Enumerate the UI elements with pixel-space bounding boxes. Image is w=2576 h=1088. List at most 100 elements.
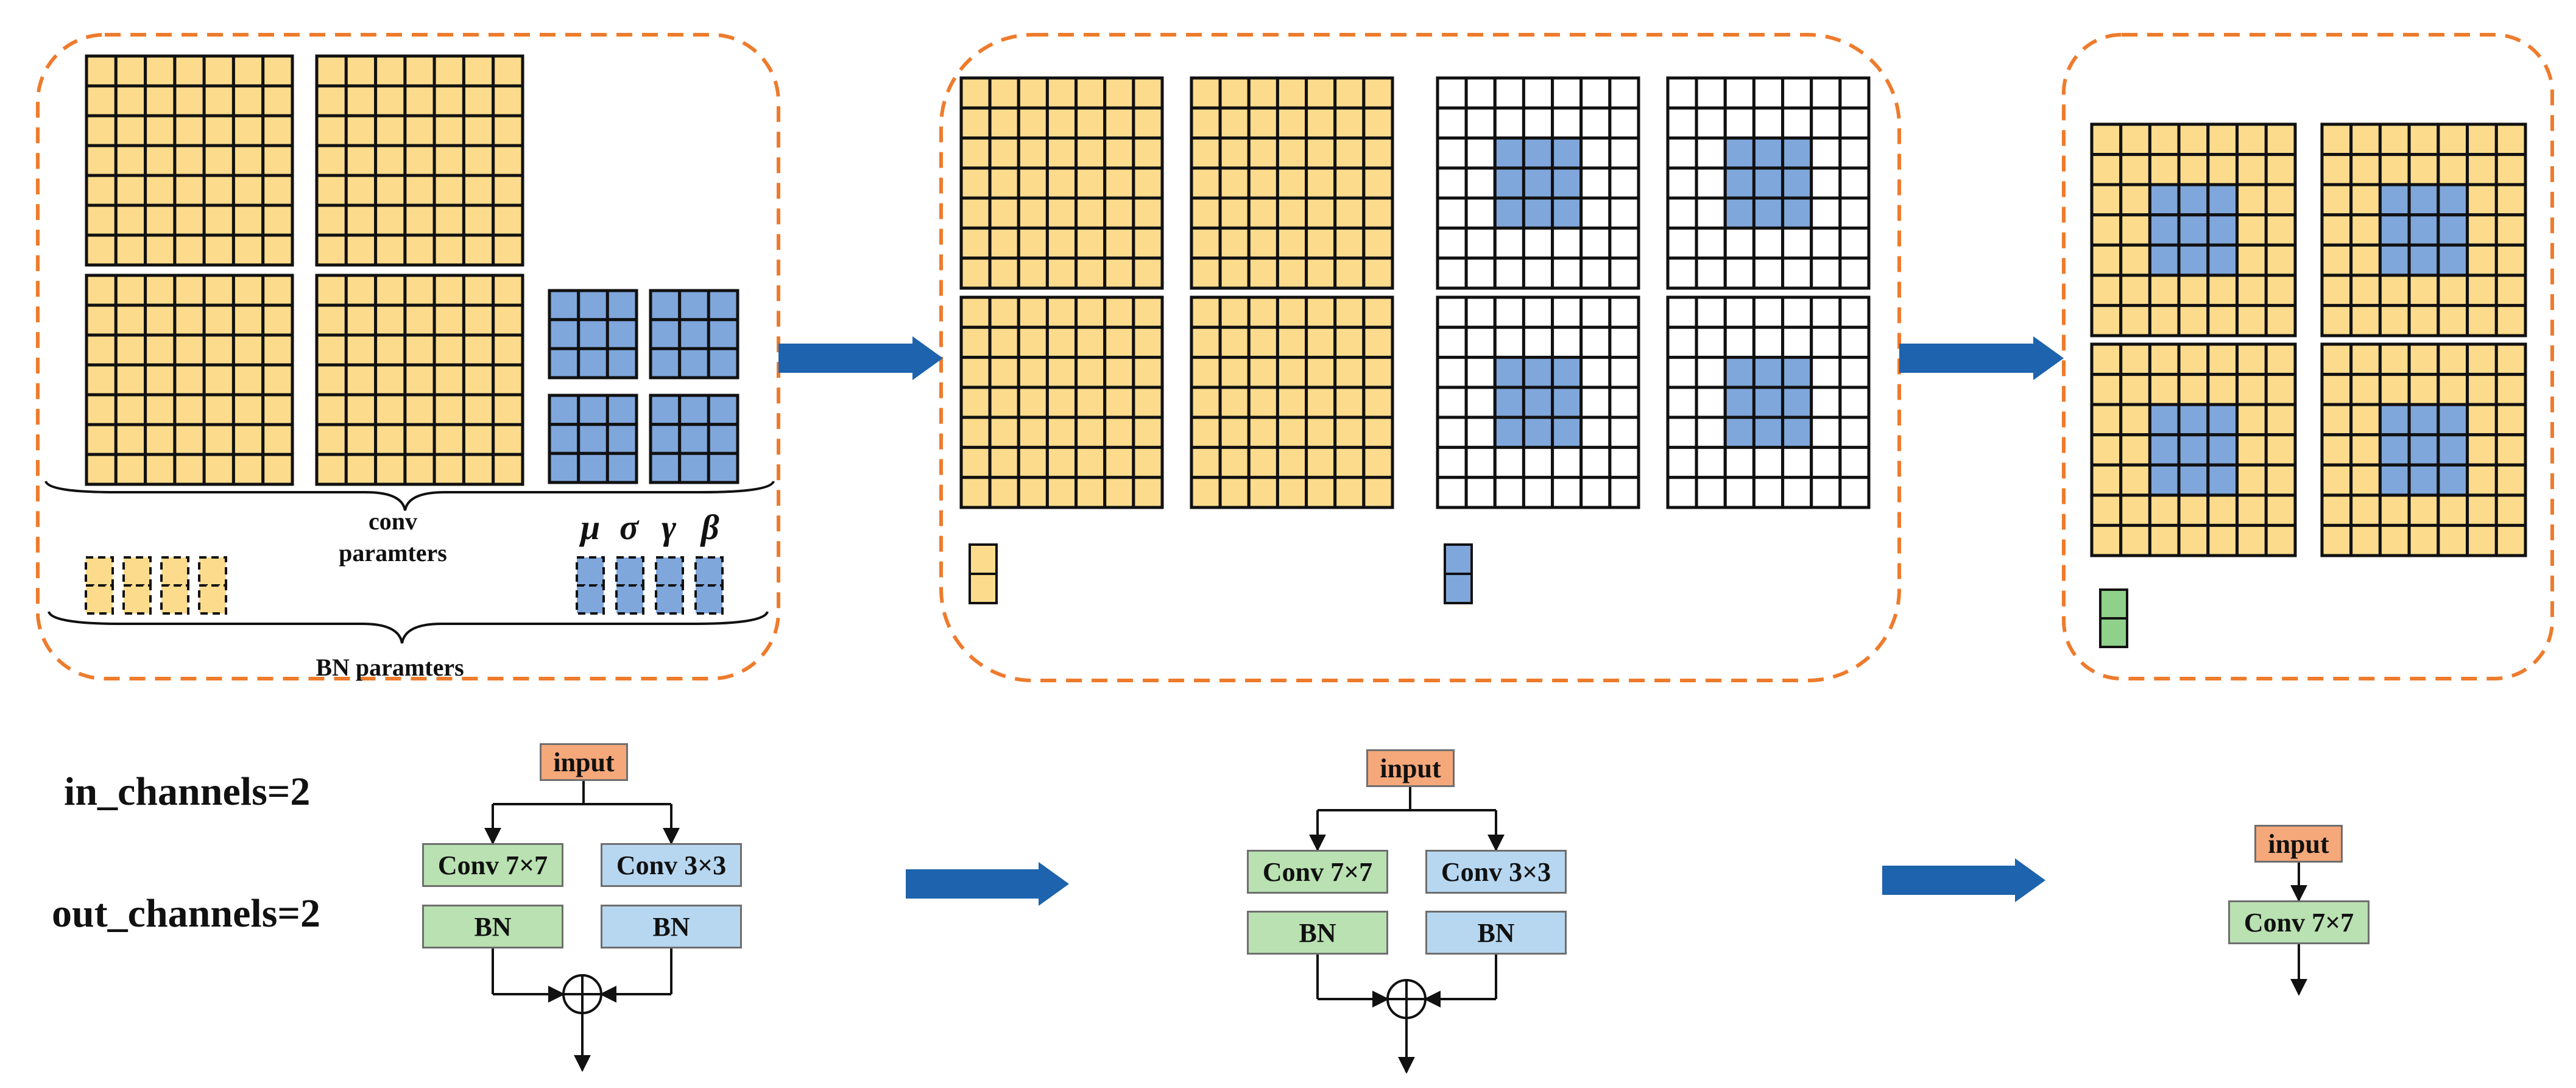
grid-cell: [2320, 274, 2353, 307]
grid-cell: [114, 114, 147, 147]
grid-cell: [1723, 325, 1756, 359]
grid-cell: [315, 114, 348, 147]
grid-cell: [2206, 122, 2239, 157]
p1-conv3-grid-c: [548, 394, 638, 484]
grid-cell: [1276, 106, 1308, 140]
grid-cell: [1362, 106, 1394, 140]
grid-cell: [2206, 213, 2239, 247]
p3-fused-grid-d: [2320, 342, 2527, 557]
grid-cell: [492, 54, 524, 88]
grid-cell: [2264, 493, 2297, 528]
grid-cell: [1017, 445, 1049, 479]
grid-cell: [959, 415, 992, 449]
grid-cell: [1132, 356, 1164, 389]
grid-cell: [1305, 415, 1337, 449]
grid-cell: [1781, 415, 1813, 449]
grid-cell: [1781, 166, 1813, 200]
grid-cell: [1579, 445, 1612, 479]
grid-cell: [144, 274, 177, 307]
grid-cell: [959, 76, 992, 110]
grid-cell: [2466, 213, 2498, 247]
grid-cell: [432, 203, 465, 237]
grid-cell: [1493, 386, 1525, 419]
grid-cell: [2378, 303, 2411, 337]
grid-cell: [1017, 106, 1049, 140]
grid-cell: [432, 144, 465, 177]
grid-cell: [1075, 256, 1107, 290]
grid-cell: [1103, 256, 1135, 290]
grid-cell: [403, 203, 436, 237]
grid-cell: [1247, 166, 1279, 200]
grid-cell: [1752, 356, 1784, 389]
grid-cell: [85, 144, 118, 177]
vector-cell: [576, 584, 605, 615]
grid-cell: [2264, 373, 2297, 406]
grid-cell: [231, 174, 265, 207]
grid-cell: [1247, 356, 1279, 389]
grid-cell: [1333, 325, 1366, 359]
grid-cell: [1493, 136, 1525, 170]
grid-cell: [1436, 196, 1468, 230]
grid-cell: [462, 54, 495, 88]
grid-cell: [2235, 373, 2268, 406]
grid-cell: [261, 114, 294, 147]
grid-cell: [605, 318, 638, 350]
grid-cell: [1810, 386, 1842, 419]
p1-conv7-grid-a: [85, 54, 294, 267]
grid-cell: [1190, 76, 1222, 110]
grid-cell: [85, 333, 118, 367]
p1-conv3-grid-b: [649, 289, 739, 380]
grid-cell: [202, 233, 235, 267]
grid-cell: [231, 114, 265, 147]
grid-cell: [2177, 122, 2210, 157]
grid-cell: [1551, 256, 1583, 290]
grid-cell: [1723, 196, 1756, 230]
grid-cell: [2206, 463, 2239, 497]
grid-cell: [649, 347, 682, 380]
bn-vector-c: [160, 556, 189, 615]
grid-cell: [2206, 274, 2239, 307]
grid-cell: [2378, 493, 2411, 528]
grid-cell: [374, 303, 407, 337]
grid-cell: [1333, 106, 1366, 140]
grid-cell: [605, 423, 638, 455]
grid-cell: [492, 423, 524, 456]
grid-cell: [1075, 325, 1107, 359]
grid-cell: [114, 393, 147, 426]
grid-cell: [2264, 463, 2297, 497]
grid-cell: [1608, 226, 1640, 260]
grid-cell: [2235, 523, 2268, 557]
vector-cell: [694, 584, 724, 615]
grid-cell: [261, 363, 294, 397]
grid-cell: [462, 203, 495, 237]
grid-cell: [1190, 386, 1222, 419]
grid-cell: [2177, 433, 2210, 467]
bottom-arrow-1: [906, 862, 1069, 906]
grid-cell: [202, 144, 235, 177]
vector-cell: [85, 556, 114, 587]
grid-cell: [988, 386, 1020, 419]
grid-cell: [2407, 433, 2440, 467]
grid-cell: [2320, 403, 2353, 437]
grid-cell: [678, 451, 710, 484]
grid-cell: [432, 274, 465, 307]
grid-cell: [1017, 476, 1049, 509]
grid-cell: [1666, 445, 1698, 479]
grid-cell: [2090, 403, 2123, 437]
grid-cell: [1551, 295, 1583, 329]
grid-cell: [1464, 76, 1497, 110]
grid-cell: [2494, 243, 2527, 277]
grid-cell: [1608, 415, 1640, 449]
grid-cell: [1838, 476, 1871, 509]
grid-cell: [1017, 136, 1049, 170]
grid-cell: [173, 453, 206, 486]
grid-cell: [1436, 76, 1468, 110]
grid-cell: [1695, 476, 1727, 509]
grid-cell: [1103, 166, 1135, 200]
grid-cell: [1723, 295, 1756, 329]
grid-cell: [1608, 166, 1640, 200]
grid-cell: [1190, 295, 1222, 329]
grid-cell: [1333, 256, 1366, 290]
grid-cell: [2119, 403, 2151, 437]
grid-cell: [1752, 256, 1784, 290]
